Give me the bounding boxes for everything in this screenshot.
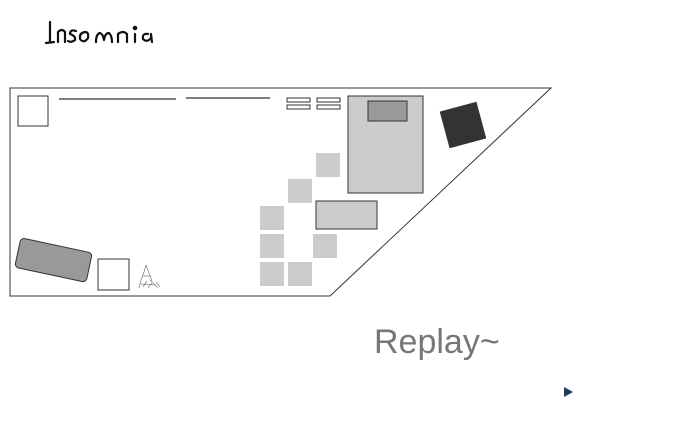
dark-box[interactable] (439, 101, 487, 149)
floor-tile[interactable] (316, 153, 340, 177)
floor-tile[interactable] (313, 234, 337, 258)
floor-tile[interactable] (288, 179, 312, 203)
floor-rug[interactable] (315, 200, 378, 230)
wall-vent-right[interactable] (316, 97, 341, 110)
wall-vent-left[interactable] (286, 97, 311, 110)
couch[interactable] (14, 238, 93, 283)
character-sprite[interactable] (138, 264, 161, 289)
floor-tiles (260, 153, 340, 286)
play-triangle-icon[interactable] (559, 383, 577, 401)
floor-tile[interactable] (288, 262, 312, 286)
floor-tile[interactable] (260, 206, 284, 230)
floor-tile[interactable] (260, 262, 284, 286)
insomnia-logo (44, 20, 154, 45)
replay-button[interactable]: Replay~ (374, 323, 500, 361)
floor-tile[interactable] (260, 234, 284, 258)
window-frame-item[interactable] (17, 95, 49, 127)
nightstand[interactable] (97, 258, 130, 291)
pillow[interactable] (367, 100, 408, 122)
